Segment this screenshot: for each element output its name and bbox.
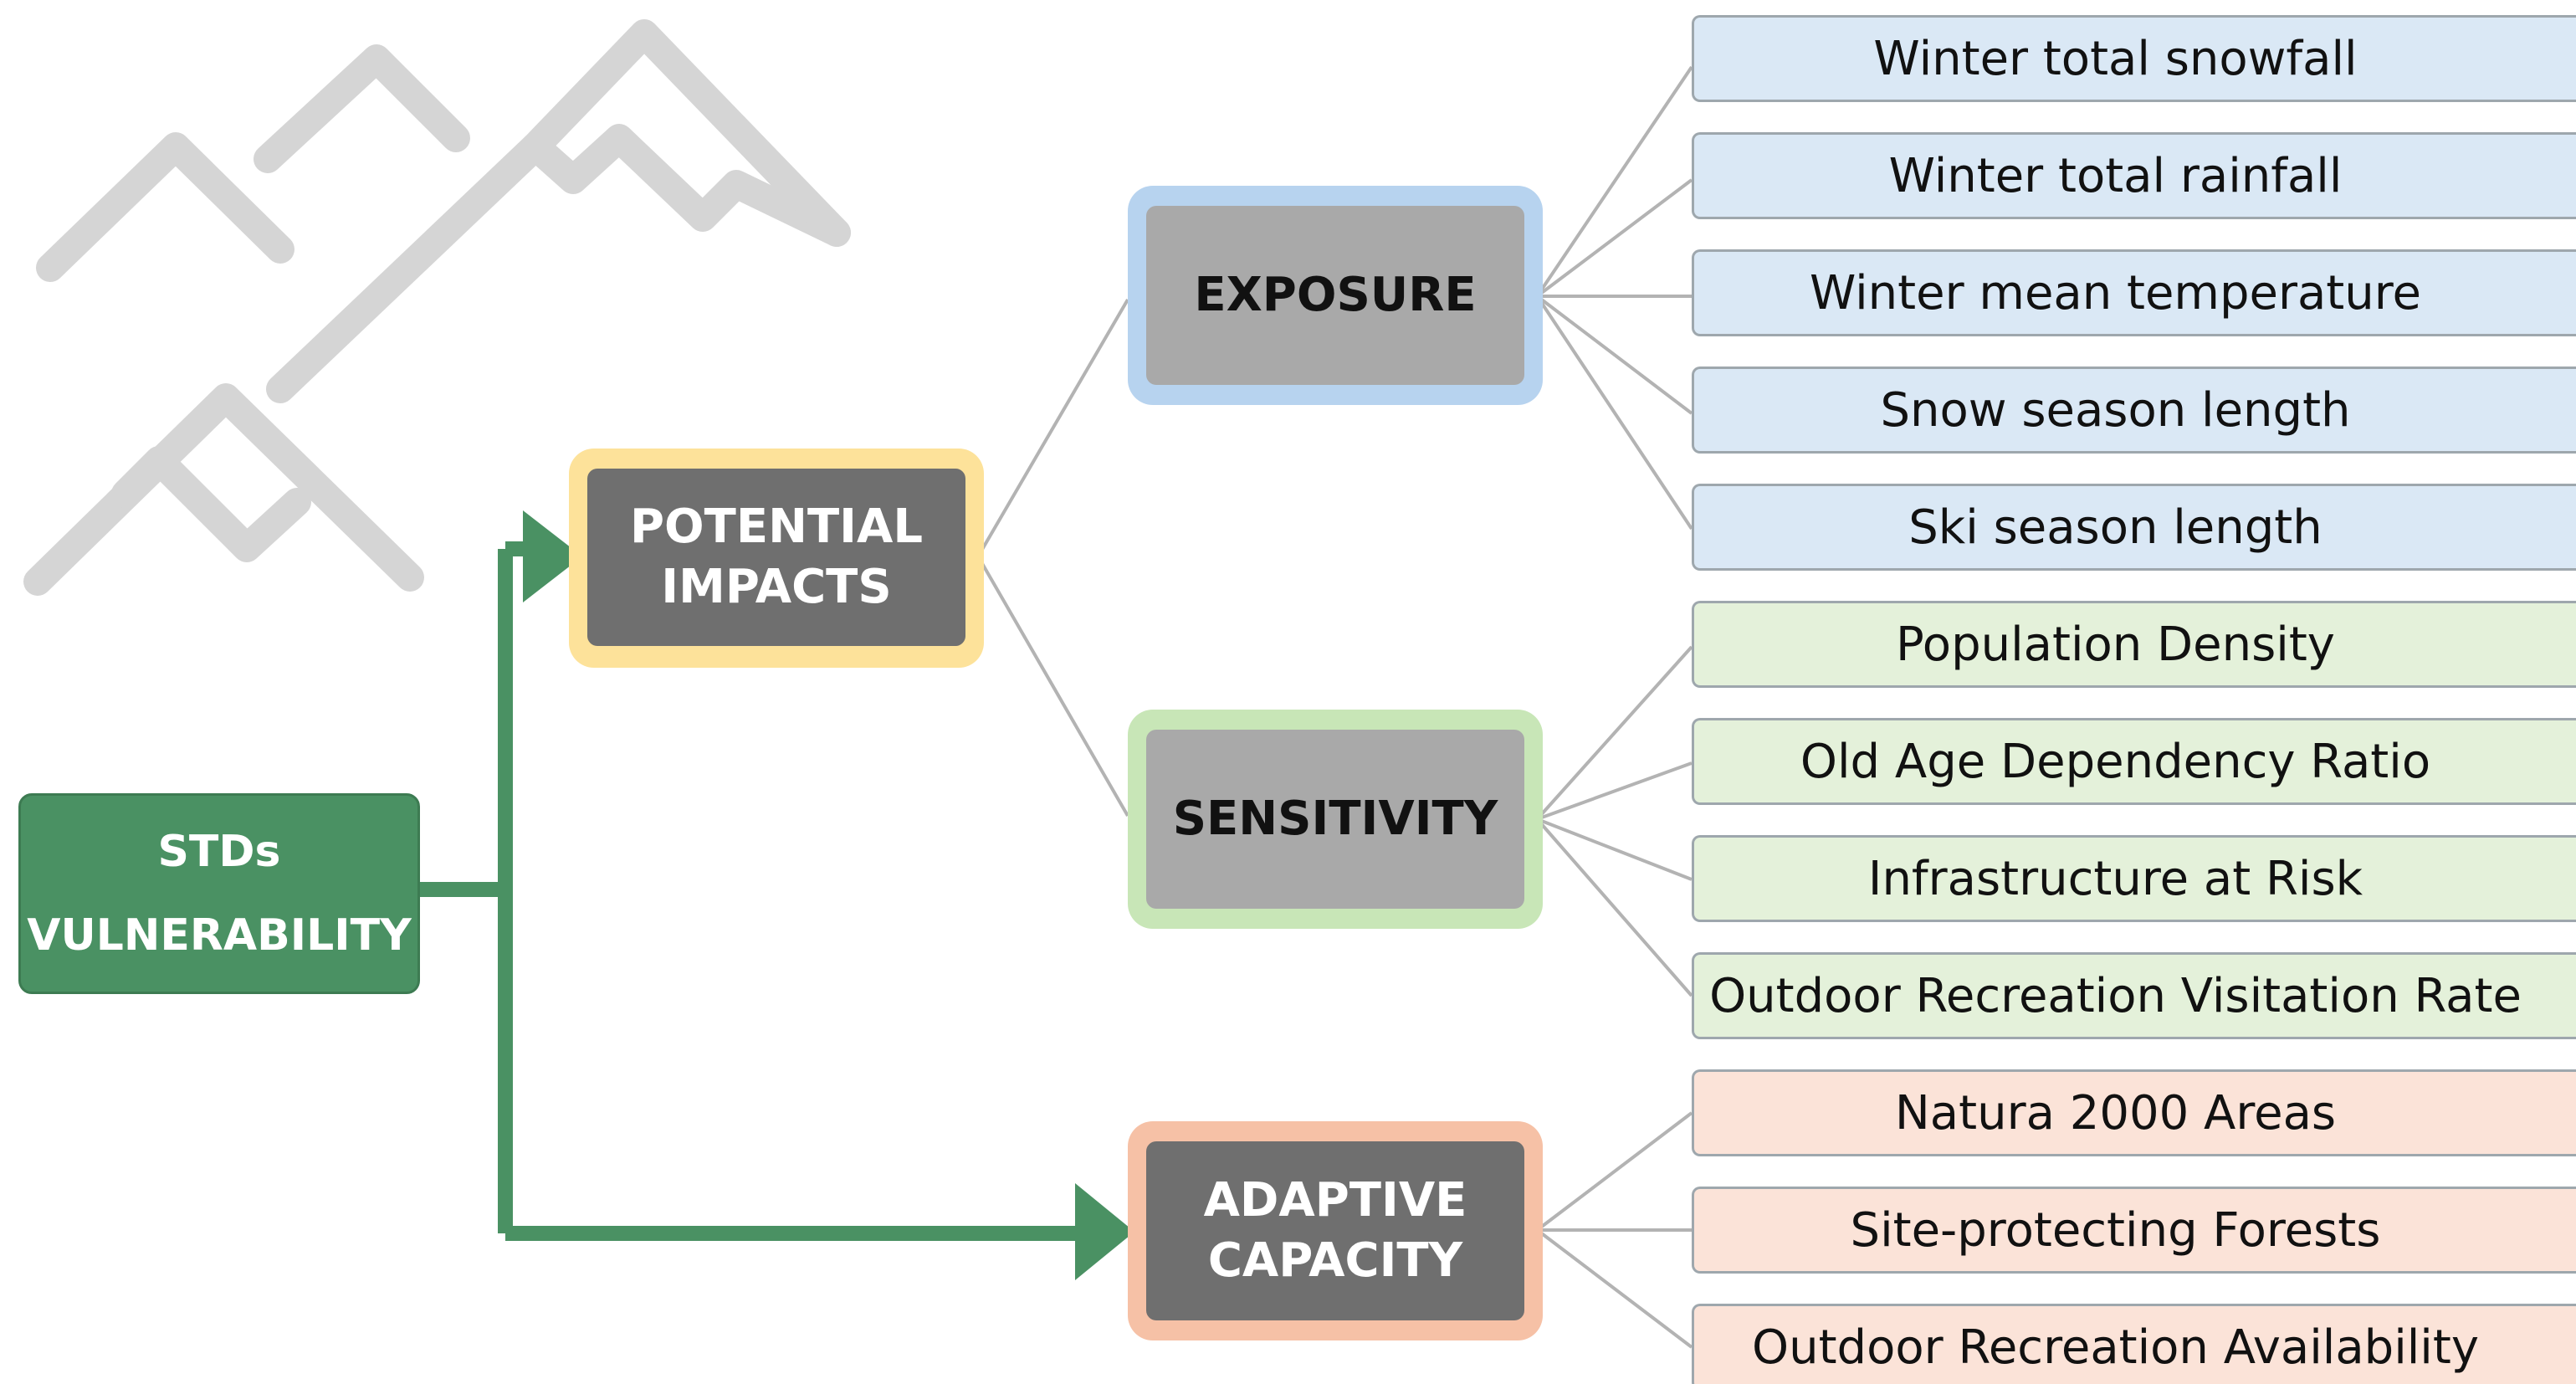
gray-connectors bbox=[979, 65, 1693, 1349]
green-connectors bbox=[420, 541, 1079, 1241]
adaptive-capacity-node: ADAPTIVE CAPACITY bbox=[1146, 1141, 1524, 1320]
exposure-indicator: Winter total snowfall bbox=[1692, 15, 2576, 102]
adaptive-capacity-line1: ADAPTIVE bbox=[1203, 1173, 1467, 1228]
root-line2: VULNERABILITY bbox=[27, 910, 412, 961]
exposure-indicator: Ski season length bbox=[1692, 484, 2576, 571]
mountains-logo-icon bbox=[23, 19, 851, 596]
sensitivity-indicator: Population Density bbox=[1692, 601, 2576, 688]
arrowhead-adaptive-icon bbox=[1075, 1183, 1134, 1280]
adaptive-indicator: Site-protecting Forests bbox=[1692, 1187, 2576, 1274]
potential-impacts-line2: IMPACTS bbox=[661, 560, 892, 614]
exposure-indicator: Winter mean temperature bbox=[1692, 249, 2576, 336]
exposure-node: EXPOSURE bbox=[1146, 206, 1524, 385]
potential-impacts-line1: POTENTIAL bbox=[629, 500, 924, 554]
sensitivity-indicator: Infrastructure at Risk bbox=[1692, 835, 2576, 922]
stds-vulnerability-node: STDs VULNERABILITY bbox=[18, 793, 420, 994]
potential-impacts-node: POTENTIAL IMPACTS bbox=[587, 469, 965, 646]
exposure-indicator: Snow season length bbox=[1692, 367, 2576, 454]
sensitivity-node: SENSITIVITY bbox=[1146, 730, 1524, 909]
exposure-label: EXPOSURE bbox=[1194, 268, 1477, 322]
exposure-indicator: Winter total rainfall bbox=[1692, 132, 2576, 219]
sensitivity-indicator: Old Age Dependency Ratio bbox=[1692, 718, 2576, 805]
arrowhead-impacts-icon bbox=[523, 510, 582, 602]
adaptive-indicator: Natura 2000 Areas bbox=[1692, 1069, 2576, 1156]
adaptive-indicator: Outdoor Recreation Availability bbox=[1692, 1304, 2576, 1384]
sensitivity-label: SENSITIVITY bbox=[1172, 792, 1498, 846]
root-line1: STDs bbox=[157, 827, 281, 877]
adaptive-capacity-line2: CAPACITY bbox=[1207, 1233, 1463, 1288]
sensitivity-indicator: Outdoor Recreation Visitation Rate bbox=[1692, 952, 2576, 1039]
